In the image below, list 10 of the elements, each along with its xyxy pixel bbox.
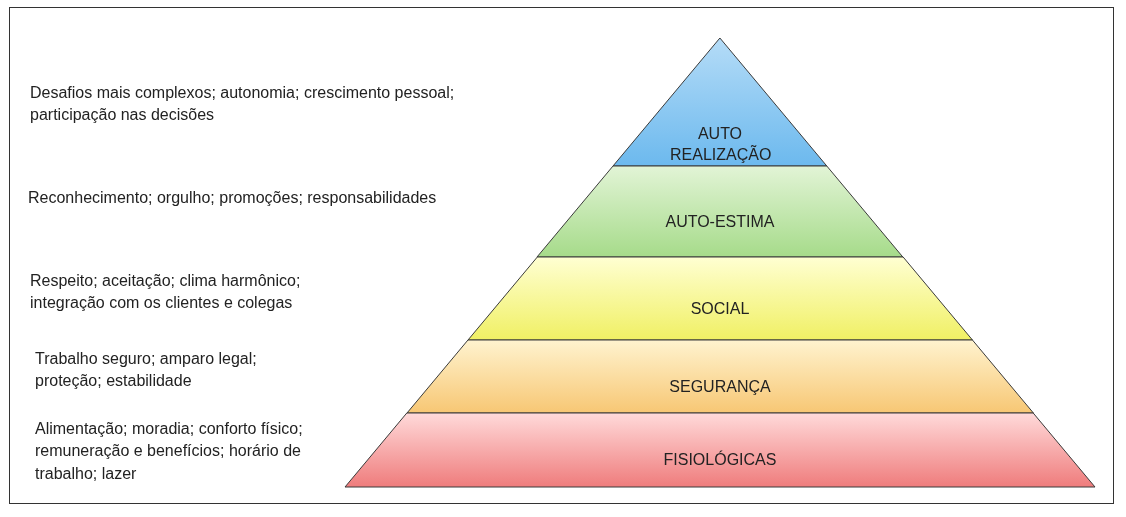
level-description: Trabalho seguro; amparo legal; proteção; estabilidade bbox=[35, 349, 258, 392]
level-label: SOCIAL bbox=[689, 298, 751, 319]
level-label: FISIOLÓGICAS bbox=[662, 450, 778, 470]
level-description: Reconhecimento; orgulho; promoções; responsabilidades bbox=[28, 188, 438, 208]
level-label: SEGURANÇA bbox=[668, 376, 772, 397]
level-description: Alimentação; moradia; conforto físico; remuneração e benefícios; horário de trabalho; lazer bbox=[35, 419, 304, 484]
level-label: AUTO-ESTIMA bbox=[664, 211, 776, 232]
level-label: AUTO REALIZAÇÃO bbox=[670, 124, 770, 165]
level-description: Respeito; aceitação; clima harmônico; integração com os clientes e colegas bbox=[30, 271, 302, 314]
level-description: Desafios mais complexos; autonomia; crescimento pessoal; participação nas decisões bbox=[30, 83, 456, 126]
